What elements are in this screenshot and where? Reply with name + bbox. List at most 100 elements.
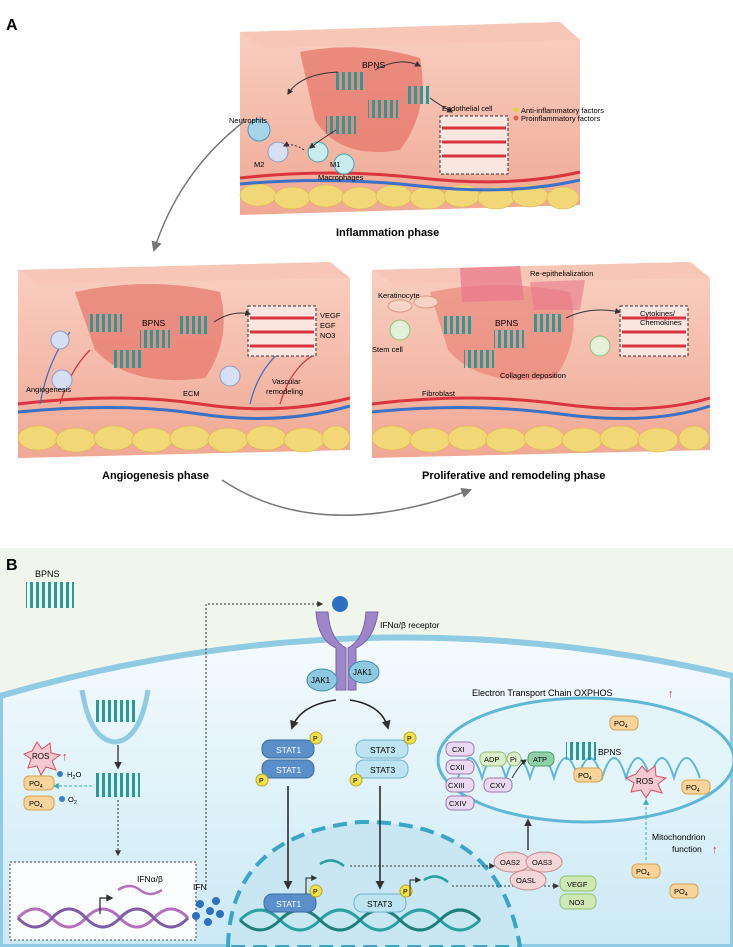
jak1-left-label: JAK1 <box>311 676 331 685</box>
stat1-nuclear <box>263 893 317 913</box>
no3-nuclear-label: NO3 <box>569 898 584 907</box>
ecm-label: ECM <box>183 389 200 398</box>
proliferative-title: Proliferative and remodeling phase <box>422 470 605 482</box>
keratinocyte-label: Keratinocyte <box>378 291 420 300</box>
inflammation-skin-block <box>239 22 581 215</box>
stem-label: Stem cell <box>372 345 403 354</box>
dna-strand-2 <box>16 907 190 929</box>
transcription-arrow-ifn <box>99 894 114 914</box>
po4-label-6: PO4 <box>636 867 650 878</box>
po4-badge-5 <box>681 779 711 795</box>
stat3-p-bottom <box>349 773 363 787</box>
po4-label-5: PO4 <box>686 783 700 794</box>
stat3-p-top-label: P <box>407 736 412 743</box>
stat3-bottom-label: STAT3 <box>370 765 395 775</box>
arrow-jak-stat3 <box>349 699 391 730</box>
fibroblast-label: Fibroblast <box>422 389 456 398</box>
m2-label: M2 <box>254 160 264 169</box>
etc-up-arrow: ↑ <box>668 688 674 700</box>
angio-bpns-label: BPNS <box>142 318 165 328</box>
po4-badge-1 <box>23 775 55 791</box>
po4-badge-4 <box>573 767 603 783</box>
proliferative-skin-block <box>371 262 711 458</box>
arrow-infl-to-angio <box>151 119 247 252</box>
stat3-nuclear-label: STAT3 <box>367 899 392 909</box>
etc-label: Electron Transport Chain OXPHOS <box>472 688 613 698</box>
ifn-ligand <box>332 596 348 612</box>
oas2-label: OAS2 <box>500 858 520 867</box>
nuclear-dna-2 <box>238 908 482 932</box>
mito-bpns-label: BPNS <box>598 747 621 757</box>
cytokines-label: Cytokines/ <box>640 309 676 318</box>
stat3-p-top <box>403 731 417 745</box>
ifn-label: IFN <box>193 882 207 892</box>
inflammation-title: Inflammation phase <box>336 227 439 239</box>
legend-anti: Anti-inflammatory factors <box>521 106 604 115</box>
angiogenesis-title: Angiogenesis phase <box>102 470 209 482</box>
po4-label-4: PO4 <box>578 771 592 782</box>
po4-badge-2 <box>23 795 55 811</box>
stat3-nuclear-p-label: P <box>403 889 408 896</box>
vascular-label: Vascular <box>272 377 301 386</box>
mito-ros-label: ROS <box>636 777 653 786</box>
endothelial-label: Endothelial cell <box>442 104 493 113</box>
mito-func-label-1: Mitochondrion <box>652 832 706 842</box>
ifnab-label: IFNα/β <box>137 874 163 884</box>
cxiii-label: CXIII <box>448 781 465 790</box>
pi-badge <box>506 751 522 767</box>
o2-label: O2 <box>68 795 77 806</box>
transcription-arrow-stat3 <box>409 877 422 896</box>
adp-badge <box>479 751 507 767</box>
etc-complexes <box>445 741 513 811</box>
po4-badge-3 <box>609 715 639 731</box>
transcription-arrow-stat1 <box>305 875 318 894</box>
jak1-left <box>306 668 338 692</box>
ros-burst <box>22 741 62 777</box>
no3-label: NO3 <box>320 331 335 340</box>
bpns-cytoplasm <box>96 773 140 797</box>
stat1-nuclear-p-label: P <box>313 889 318 896</box>
receptor-label: IFNα/β receptor <box>380 620 440 630</box>
stat3-bottom <box>355 759 409 779</box>
arrow-atp-synthesis <box>511 759 527 779</box>
egf-label: EGF <box>320 321 336 330</box>
dna-strand-1 <box>16 907 190 929</box>
stat3-top <box>355 739 409 759</box>
stat3-nuclear <box>353 893 407 913</box>
oas-cluster <box>493 851 563 891</box>
ifn-mrna <box>117 884 163 896</box>
stat1-top <box>261 739 315 759</box>
pi-label: Pi <box>510 755 517 764</box>
h2o-dot <box>57 771 63 777</box>
arrow-angio-to-prolif <box>221 479 472 516</box>
po4-badge-7 <box>669 883 699 899</box>
arrow-ifn-to-receptor <box>205 601 324 890</box>
prolif-bpns-label: BPNS <box>495 318 518 328</box>
po4-label-1: PO4 <box>29 779 43 790</box>
stat3-p-bottom-label: P <box>353 778 358 785</box>
po4-badge-6 <box>631 863 661 879</box>
cxi-label: CXI <box>452 745 465 754</box>
ros-up-arrow: ↑ <box>62 751 68 763</box>
stat1-nuclear-label: STAT1 <box>276 899 301 909</box>
atp-badge <box>527 751 555 767</box>
adp-label: ADP <box>484 755 499 764</box>
stat3-nuclear-p <box>399 884 413 898</box>
no3-badge <box>559 893 597 910</box>
bpns-endocytosed <box>94 700 136 722</box>
collagen-label: Collagen deposition <box>500 371 566 380</box>
cxii-label: CXII <box>450 763 465 772</box>
mito-bpns-icon <box>566 742 596 760</box>
oasl-label: OASL <box>516 876 536 885</box>
neutrophils-label: Neutrophils <box>229 116 267 125</box>
mito-ros-burst <box>624 765 668 799</box>
stat1-bottom-label: STAT1 <box>276 765 301 775</box>
stat1-p-top <box>309 731 323 745</box>
remodeling-label: remodeling <box>266 387 303 396</box>
mrna-stat3 <box>423 875 449 883</box>
jak1-right <box>348 660 380 684</box>
stat1-p-bottom <box>255 773 269 787</box>
cxv-label: CXV <box>490 781 505 790</box>
stat1-bottom <box>261 759 315 779</box>
stat1-top-label: STAT1 <box>276 745 301 755</box>
